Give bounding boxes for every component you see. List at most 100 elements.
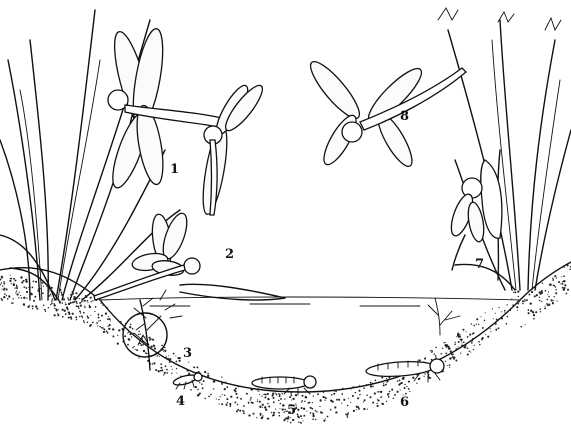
sediment-dot	[80, 312, 81, 313]
sediment-dot	[61, 294, 63, 296]
sediment-dot	[279, 415, 281, 417]
sediment-dot	[68, 299, 70, 301]
sediment-dot	[45, 311, 46, 312]
sediment-dot	[236, 410, 238, 412]
sediment-dot	[25, 287, 27, 289]
sediment-dot	[465, 344, 467, 346]
sediment-dot	[171, 366, 172, 367]
sediment-dot	[38, 288, 40, 290]
sediment-dot	[9, 280, 11, 282]
sediment-dot	[323, 420, 325, 422]
sediment-dot	[290, 392, 291, 393]
sediment-dot	[106, 307, 108, 309]
sediment-dot	[424, 373, 426, 375]
sediment-dot	[225, 404, 227, 406]
sediment-dot	[289, 396, 291, 398]
sediment-dot	[341, 403, 342, 404]
sediment-dot	[355, 392, 357, 394]
sediment-dot	[135, 349, 136, 350]
sediment-dot	[23, 304, 24, 305]
sediment-dot	[353, 386, 354, 387]
sediment-dot	[72, 291, 74, 293]
sediment-dot	[290, 394, 292, 396]
sediment-dot	[387, 393, 389, 395]
sediment-dot	[65, 303, 67, 305]
sediment-dot	[388, 396, 390, 398]
sediment-dot	[202, 387, 204, 389]
sediment-dot	[244, 411, 245, 412]
sediment-dot	[320, 411, 322, 413]
sediment-dot	[0, 284, 1, 286]
sediment-dot	[470, 323, 471, 324]
sediment-dot	[50, 294, 52, 296]
sediment-dot	[134, 346, 135, 347]
sediment-dot	[14, 287, 15, 288]
sediment-dot	[76, 305, 78, 307]
sediment-dot	[292, 398, 294, 400]
sediment-dot	[488, 336, 490, 338]
final-stage-larva	[366, 359, 444, 382]
sediment-dot	[87, 300, 89, 302]
sediment-dot	[564, 267, 565, 268]
sediment-dot	[101, 315, 103, 317]
sediment-dot	[301, 418, 302, 419]
sediment-dot	[106, 330, 108, 332]
sediment-dot	[357, 397, 359, 399]
sediment-dot	[386, 378, 387, 379]
sediment-dot	[259, 394, 260, 395]
sediment-dot	[510, 310, 511, 311]
sediment-dot	[199, 382, 200, 383]
sediment-dot	[473, 325, 474, 326]
sediment-dot	[51, 302, 53, 304]
sediment-dot	[252, 413, 254, 415]
sediment-dot	[393, 398, 395, 400]
sediment-dot	[73, 296, 75, 298]
sediment-dot	[35, 305, 37, 307]
sediment-dot	[176, 361, 178, 363]
sediment-dot	[399, 380, 401, 382]
sediment-dot	[155, 369, 157, 371]
sediment-dot	[29, 289, 31, 291]
sediment-dot	[553, 300, 554, 301]
sediment-dot	[536, 294, 538, 296]
sediment-dot	[284, 398, 285, 399]
sediment-dot	[304, 401, 305, 402]
sediment-dot	[295, 394, 297, 396]
sediment-dot	[23, 286, 25, 288]
sediment-dot	[174, 363, 175, 364]
sediment-dot	[374, 392, 376, 394]
sediment-dot	[213, 388, 214, 389]
sediment-dot	[530, 302, 532, 304]
sediment-dot	[16, 287, 18, 289]
sediment-dot	[445, 352, 447, 354]
sediment-dot	[102, 304, 103, 305]
sediment-dot	[472, 333, 473, 334]
sediment-dot	[204, 371, 206, 373]
sediment-dot	[449, 367, 450, 368]
sediment-dot	[547, 294, 548, 295]
aquatic-plant-right	[428, 298, 460, 335]
sediment-dot	[160, 370, 162, 372]
sediment-dot	[188, 362, 189, 363]
sediment-dot	[177, 357, 179, 359]
sediment-dot	[44, 309, 46, 311]
sediment-dot	[283, 412, 284, 413]
sediment-dot	[163, 351, 164, 352]
sediment-dot	[63, 297, 64, 298]
sediment-dot	[490, 331, 491, 332]
sediment-dot	[237, 404, 239, 406]
sediment-dot	[89, 306, 91, 308]
sediment-dot	[564, 287, 566, 289]
sediment-dot	[459, 334, 461, 336]
sediment-dot	[495, 323, 497, 325]
sediment-dot	[221, 403, 223, 405]
sediment-dot	[279, 408, 280, 409]
sediment-dot	[455, 348, 457, 350]
sediment-dot	[310, 407, 312, 409]
sediment-dot	[566, 293, 568, 295]
sediment-dot	[234, 401, 236, 403]
sediment-dot	[82, 317, 83, 318]
sediment-dot	[42, 292, 44, 294]
